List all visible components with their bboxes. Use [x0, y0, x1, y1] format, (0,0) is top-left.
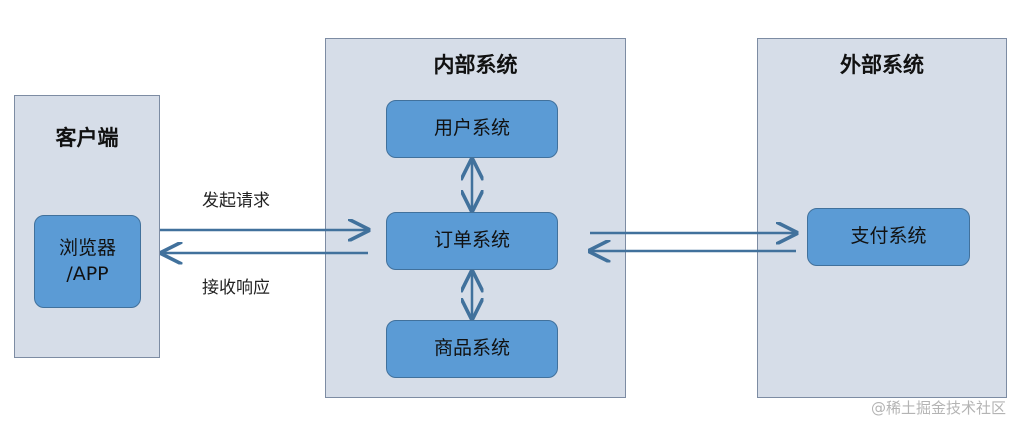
request-label: 发起请求	[202, 191, 270, 211]
client-panel-title: 客户端	[55, 126, 119, 150]
watermark: @稀土掘金技术社区	[870, 399, 1006, 417]
product-system-node: 商品系统	[386, 320, 558, 378]
user-system-label: 用户系统	[433, 117, 510, 140]
internal-system-title: 内部系统	[433, 53, 518, 77]
external-system-title: 外部系统	[840, 53, 924, 77]
response-label: 接收响应	[202, 278, 270, 298]
payment-system-label: 支付系统	[850, 225, 927, 248]
browser-app-node: 浏览器 /APP	[34, 215, 141, 308]
app-label: /APP	[66, 262, 109, 285]
order-system-label: 订单系统	[433, 229, 510, 252]
payment-system-node: 支付系统	[807, 208, 970, 266]
product-system-label: 商品系统	[433, 337, 510, 360]
user-system-node: 用户系统	[386, 100, 558, 158]
order-system-node: 订单系统	[386, 212, 558, 270]
browser-label: 浏览器	[58, 236, 116, 259]
